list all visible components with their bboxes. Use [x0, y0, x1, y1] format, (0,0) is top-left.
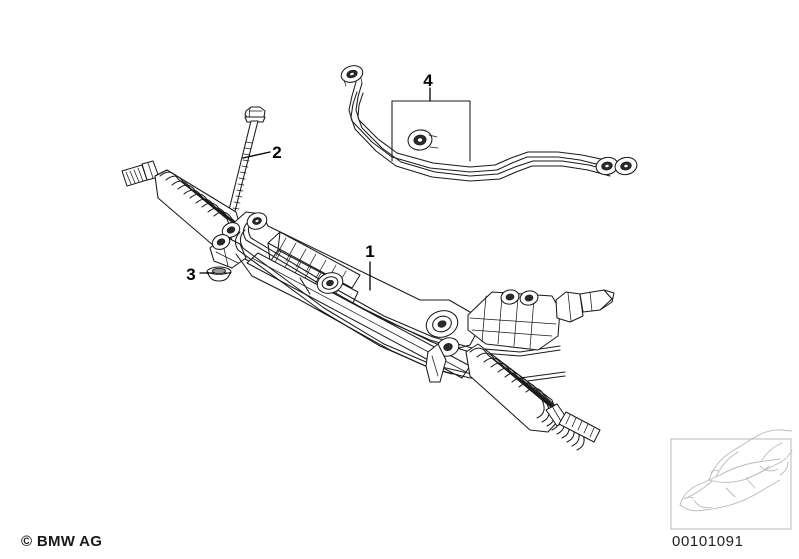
hex-bolt[interactable] [227, 106, 266, 228]
callout-leaders [199, 87, 431, 291]
bolt-thread-hatching [232, 141, 253, 210]
pipe-bracket-eyelet [407, 129, 439, 151]
callout-label-3[interactable]: 3 [186, 265, 195, 284]
callout-label-4[interactable]: 4 [423, 71, 433, 90]
upper-mount-bosses [211, 212, 268, 250]
hydraulic-pipe-set[interactable] [339, 63, 638, 182]
tie-rod-stub-left [121, 160, 160, 187]
leader-2 [242, 151, 271, 159]
sealing-grommet[interactable] [206, 266, 232, 282]
tie-rod-stub-right [545, 403, 601, 443]
callout-label-2[interactable]: 2 [272, 143, 281, 162]
pipe-upper [348, 81, 602, 173]
pipe-eyelet-left [340, 65, 364, 87]
vehicle-outline-thumbnail [670, 429, 793, 530]
right-mount-bushing-lower [436, 337, 460, 357]
car-outline-icon [679, 429, 793, 512]
steering-gear-assembly[interactable] [121, 160, 615, 451]
pipe-lower [350, 91, 612, 182]
right-mount-bushing [425, 310, 459, 338]
bellows-right [465, 343, 585, 451]
copyright-notice: © BMW AG [21, 533, 103, 550]
pipe-eyelet-right-outer [595, 156, 619, 176]
housing-bracket-tab [425, 343, 447, 383]
callout-label-1[interactable]: 1 [365, 242, 374, 261]
part-number-label: 00101091 [672, 533, 744, 550]
callout-4-bracket [391, 100, 471, 162]
valve-housing [467, 289, 615, 351]
center-mount-bushing [316, 272, 344, 294]
pipe-eyelet-right-inner [614, 156, 638, 176]
